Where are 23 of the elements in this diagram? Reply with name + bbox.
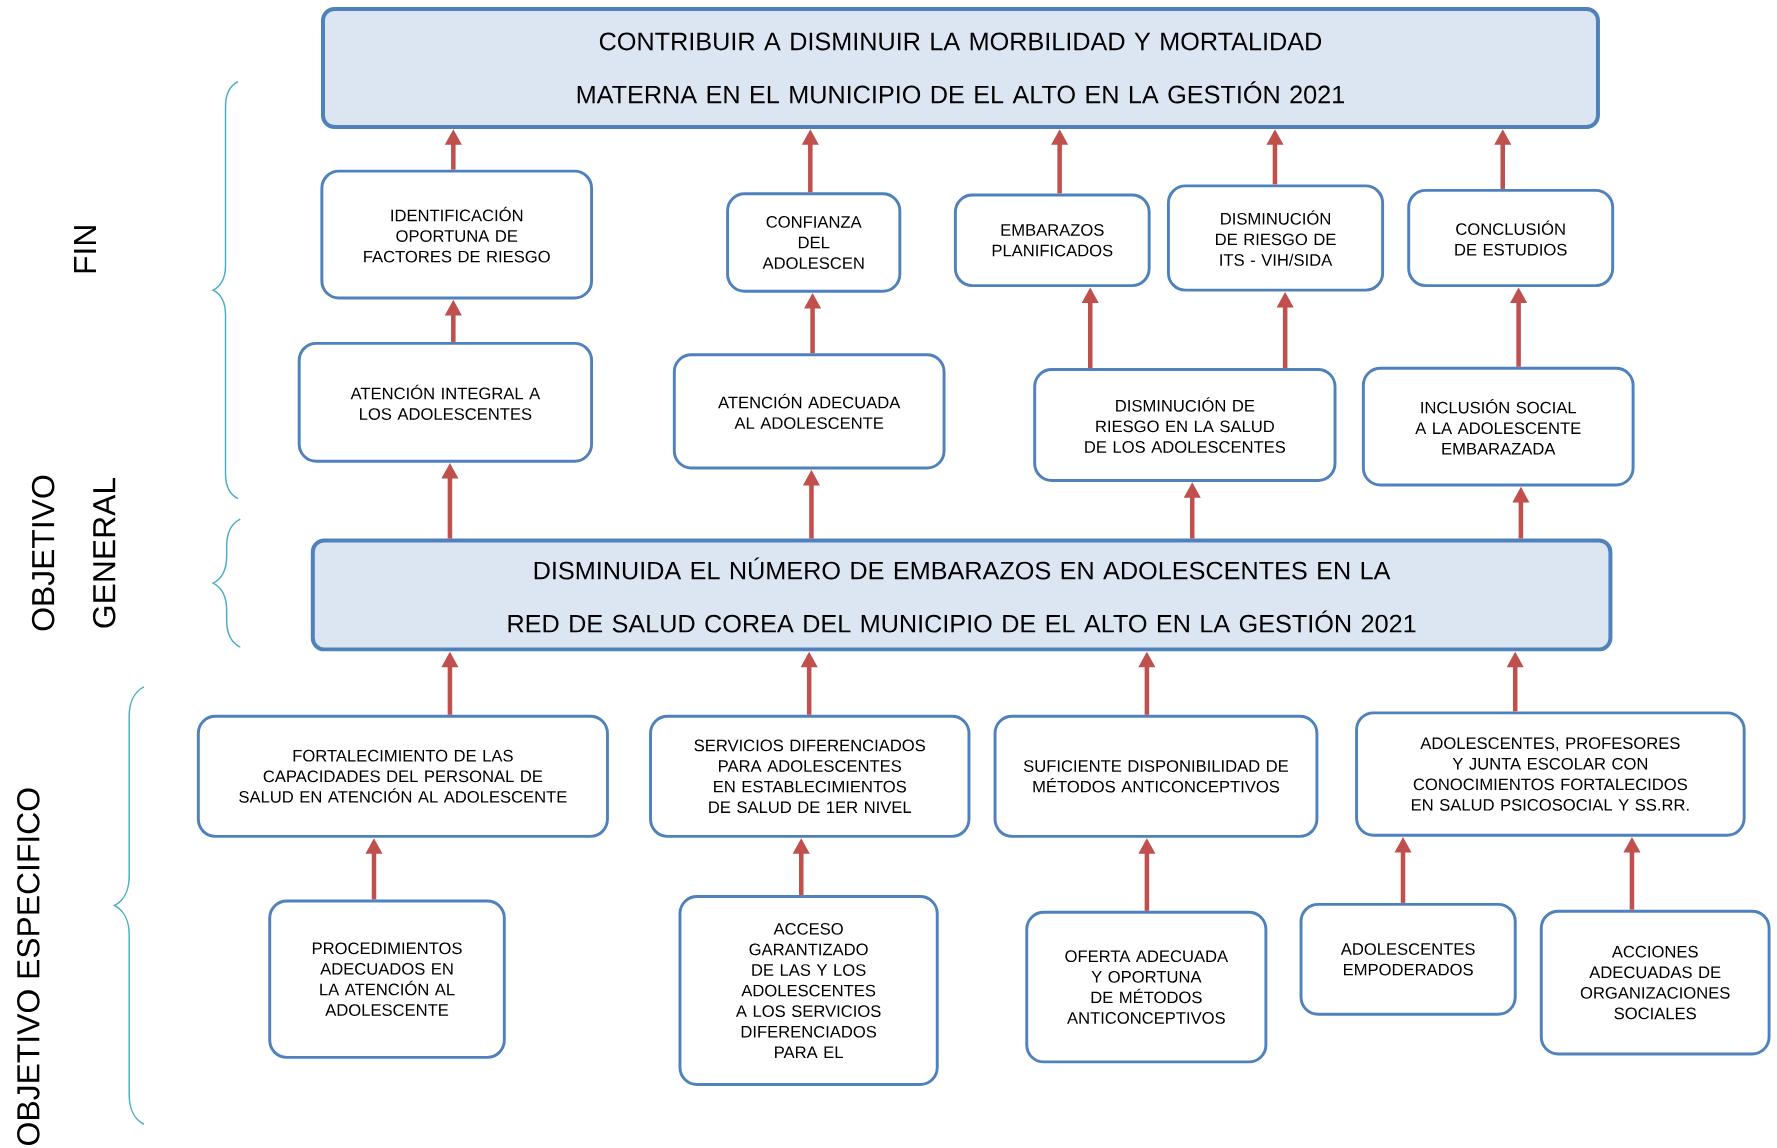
objective-box: EMBARAZOS PLANIFICADOS [953, 193, 1151, 288]
goal-box: CONTRIBUIR A DISMINUIR LA MORBILIDAD Y MORTALIDAD MATERNA EN EL MUNICIPIO DE EL ALTO EN LA GESTIÓN 2021 [321, 7, 1600, 129]
side-label: FIN [74, 226, 96, 273]
objective-box: ACCESO GARANTIZADO DE LAS Y LOS ADOLESCENTES A LOS SERVICIOS DIFERENCIADOS PARA EL [678, 895, 939, 1087]
objective-box: ATENCIÓN INTEGRAL A LOS ADOLESCENTES [297, 341, 594, 463]
objective-box: SERVICIOS DIFERENCIADOS PARA ADOLESCENTES EN ESTABLECIMIENTOS DE SALUD DE 1ER NIVEL [649, 714, 971, 838]
goal-box: DISMINUIDA EL NÚMERO DE EMBARAZOS EN ADOLESCENTES EN LA RED DE SALUD COREA DEL MUNICIPIO DE EL ALTO EN LA GESTIÓN 2021 [310, 538, 1613, 652]
objective-box: DISMINUCIÓN DE RIESGO EN LA SALUD DE LOS ADOLESCENTES [1033, 368, 1337, 482]
objective-box: ACCIONES ADECUADAS DE ORGANIZACIONES SOCIALES [1539, 909, 1771, 1056]
objective-box: CONCLUSIÓN DE ESTUDIOS [1407, 188, 1615, 288]
objective-box: ADOLESCENTES, PROFESORES Y JUNTA ESCOLAR CON CONOCIMIENTOS FORTALECIDOS EN SALUD PSICOSOCIAL Y SS.RR. [1355, 711, 1746, 837]
side-label: OBJETIVO GENERAL [31, 475, 116, 631]
objective-box: CONFIANZA DEL ADOLESCEN [726, 192, 902, 293]
objective-box: DISMINUCIÓN DE RIESGO DE ITS - VIH/SIDA [1166, 184, 1385, 292]
objective-box: SUFICIENTE DISPONIBILIDAD DE MÉTODOS ANTICONCEPTIVOS [993, 714, 1319, 838]
objective-box: ADOLESCENTES EMPODERADOS [1299, 902, 1517, 1016]
objective-box: INCLUSIÓN SOCIAL A LA ADOLESCENTE EMBARAZADA [1361, 366, 1635, 487]
objective-box: IDENTIFICACIÓN OPORTUNA DE FACTORES DE RIESGO [320, 169, 594, 300]
objective-box: OFERTA ADECUADA Y OPORTUNA DE MÉTODOS ANTICONCEPTIVOS [1025, 910, 1268, 1064]
side-label: OBJETIVO ESPECIFICO [17, 788, 40, 1145]
objective-box: PROCEDIMIENTOS ADECUADOS EN LA ATENCIÓN AL ADOLESCENTE [268, 899, 506, 1059]
objective-box: ATENCIÓN ADECUADA AL ADOLESCENTE [672, 353, 946, 470]
objective-box: FORTALECIMIENTO DE LAS CAPACIDADES DEL PERSONAL DE SALUD EN ATENCIÓN AL ADOLESCENTE [196, 714, 609, 838]
